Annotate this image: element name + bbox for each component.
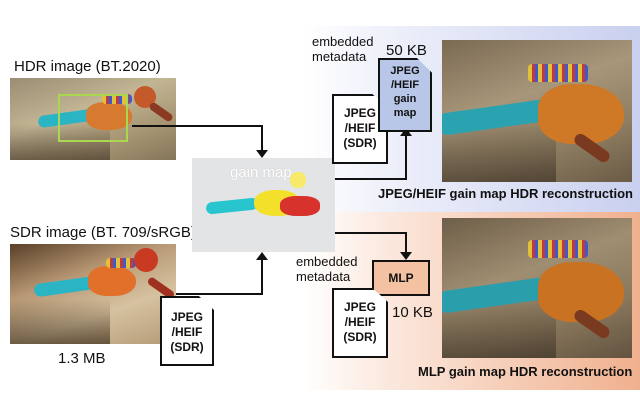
arrow-up-icon bbox=[256, 252, 268, 260]
doc-line: JPEG bbox=[343, 106, 376, 120]
metadata-line: embedded bbox=[296, 254, 358, 269]
mlp-reconstruction-image bbox=[442, 218, 632, 358]
doc-line: JPEG bbox=[170, 310, 203, 324]
hdr-image bbox=[10, 78, 176, 160]
arrow-top-h bbox=[335, 178, 407, 180]
doc-line: gain bbox=[393, 93, 417, 105]
arrow-down-icon bbox=[256, 150, 268, 158]
doc-line: /HEIF bbox=[344, 315, 376, 329]
caption-top: JPEG/HEIF gain map HDR reconstruction bbox=[378, 186, 633, 201]
hdr-image-label: HDR image (BT.2020) bbox=[14, 58, 161, 75]
doc-line: JPEG bbox=[390, 65, 420, 77]
mlp-label: MLP bbox=[388, 271, 414, 285]
doc-line: JPEG bbox=[343, 300, 376, 314]
arrow-sdr-v bbox=[261, 258, 263, 295]
sdr-image-label: SDR image (BT. 709/sRGB) bbox=[10, 224, 196, 241]
jpeg-heif-reconstruction-image bbox=[442, 40, 632, 182]
doc-line: map bbox=[393, 107, 417, 119]
doc-line: /HEIF bbox=[171, 325, 203, 339]
arrow-bottom-v bbox=[405, 232, 407, 254]
sdr-file-icon: JPEG /HEIF (SDR) bbox=[160, 296, 214, 366]
arrow-up-icon bbox=[400, 128, 412, 136]
arrow-hdr-h bbox=[132, 125, 262, 127]
doc-line: /HEIF bbox=[344, 121, 376, 135]
arrow-hdr-v bbox=[261, 125, 263, 153]
crop-box bbox=[58, 94, 128, 142]
doc-line: (SDR) bbox=[170, 340, 204, 354]
doc-line: /HEIF bbox=[390, 79, 420, 91]
metadata-line: metadata bbox=[296, 269, 351, 284]
gain-map-image: gain map bbox=[192, 158, 335, 252]
embedded-metadata-top: embedded metadata bbox=[312, 34, 373, 64]
arrow-top-v bbox=[405, 134, 407, 180]
bottom-sdr-file-icon: JPEG /HEIF (SDR) bbox=[332, 288, 388, 358]
doc-line: (SDR) bbox=[343, 136, 377, 150]
doc-line: (SDR) bbox=[343, 330, 377, 344]
size-bottom-label: 10 KB bbox=[392, 304, 433, 321]
caption-bottom: MLP gain map HDR reconstruction bbox=[418, 364, 633, 379]
metadata-line: embedded bbox=[312, 34, 374, 49]
arrow-bottom-h bbox=[335, 232, 407, 234]
sdr-size-label: 1.3 MB bbox=[58, 350, 106, 367]
sdr-image bbox=[10, 244, 176, 344]
mlp-box: MLP bbox=[372, 260, 430, 296]
embedded-metadata-bottom: embedded metadata bbox=[296, 254, 357, 284]
arrow-down-icon bbox=[400, 252, 412, 260]
gain-map-label: gain map bbox=[230, 164, 292, 181]
arrow-sdr-h bbox=[176, 293, 263, 295]
size-top-label: 50 KB bbox=[386, 42, 427, 59]
top-gain-file-icon: JPEG /HEIF gain map bbox=[378, 58, 432, 132]
metadata-line: metadata bbox=[312, 49, 367, 64]
